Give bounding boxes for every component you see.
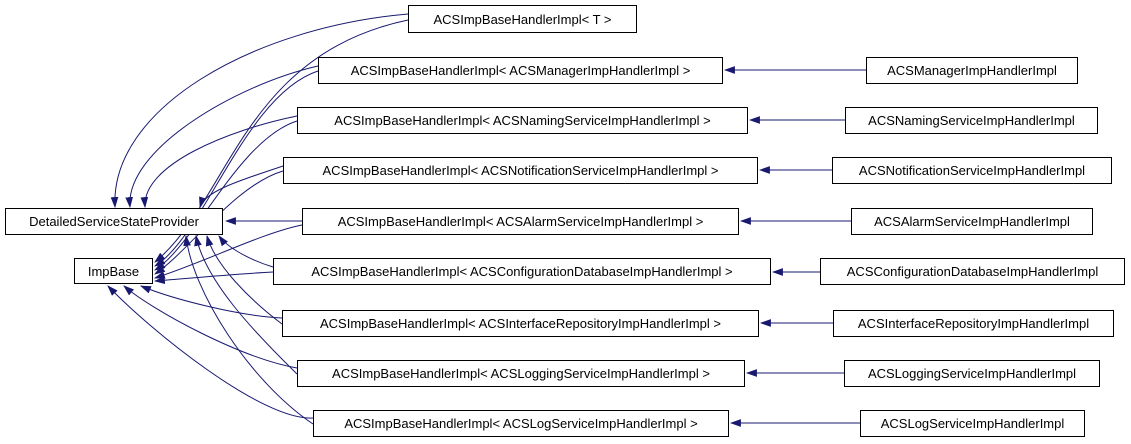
inheritance-edge (154, 120, 298, 271)
inheritance-edge (140, 115, 298, 209)
class-node[interactable]: ACSInterfaceRepositoryImpHandlerImpl (833, 310, 1114, 337)
inheritance-edge (194, 234, 298, 375)
class-node[interactable]: ACSNamingServiceImpHandlerImpl (845, 107, 1098, 134)
class-node[interactable]: ACSLoggingServiceImpHandlerImpl (844, 360, 1100, 387)
class-node[interactable]: ACSImpBaseHandlerImpl< ACSInterfaceRepos… (282, 310, 759, 337)
class-node[interactable]: ACSLogServiceImpHandlerImpl (860, 410, 1085, 437)
inheritance-edge (153, 271, 274, 285)
inheritance-edge (199, 165, 284, 209)
class-node[interactable]: ACSImpBaseHandlerImpl< ACSManagerImpHand… (318, 57, 723, 84)
class-node[interactable]: ACSConfigurationDatabaseImpHandlerImpl (820, 258, 1125, 285)
class-node[interactable]: ACSImpBaseHandlerImpl< ACSNotificationSe… (283, 157, 758, 184)
class-node[interactable]: ACSImpBaseHandlerImpl< ACSLogServiceImpH… (313, 410, 729, 437)
inheritance-edge (125, 65, 319, 209)
class-node[interactable]: ACSAlarmServiceImpHandlerImpl (851, 208, 1093, 235)
class-node[interactable]: ACSImpBaseHandlerImpl< T > (408, 5, 637, 33)
inheritance-edge (139, 285, 283, 319)
inheritance-edge (110, 13, 409, 209)
inheritance-edge (218, 235, 274, 268)
class-node[interactable]: ACSNotificationServiceImpHandlerImpl (832, 157, 1112, 184)
class-node[interactable]: ACSImpBaseHandlerImpl< ACSConfigurationD… (273, 258, 771, 285)
inheritance-edge (183, 234, 314, 425)
inheritance-edge (107, 285, 314, 419)
class-node[interactable]: ACSImpBaseHandlerImpl< ACSLoggingService… (297, 360, 745, 387)
class-node[interactable]: DetailedServiceStateProvider (5, 208, 223, 235)
class-node[interactable]: ImpBase (74, 258, 153, 284)
inheritance-edge (205, 234, 283, 325)
class-node[interactable]: ACSImpBaseHandlerImpl< ACSAlarmServiceIm… (302, 208, 739, 235)
class-node[interactable]: ACSManagerImpHandlerImpl (866, 57, 1078, 84)
inheritance-edge (153, 224, 303, 279)
class-node[interactable]: ACSImpBaseHandlerImpl< ACSNamingServiceI… (297, 107, 748, 134)
inheritance-edge (154, 70, 319, 267)
inheritance-edge (123, 285, 298, 369)
